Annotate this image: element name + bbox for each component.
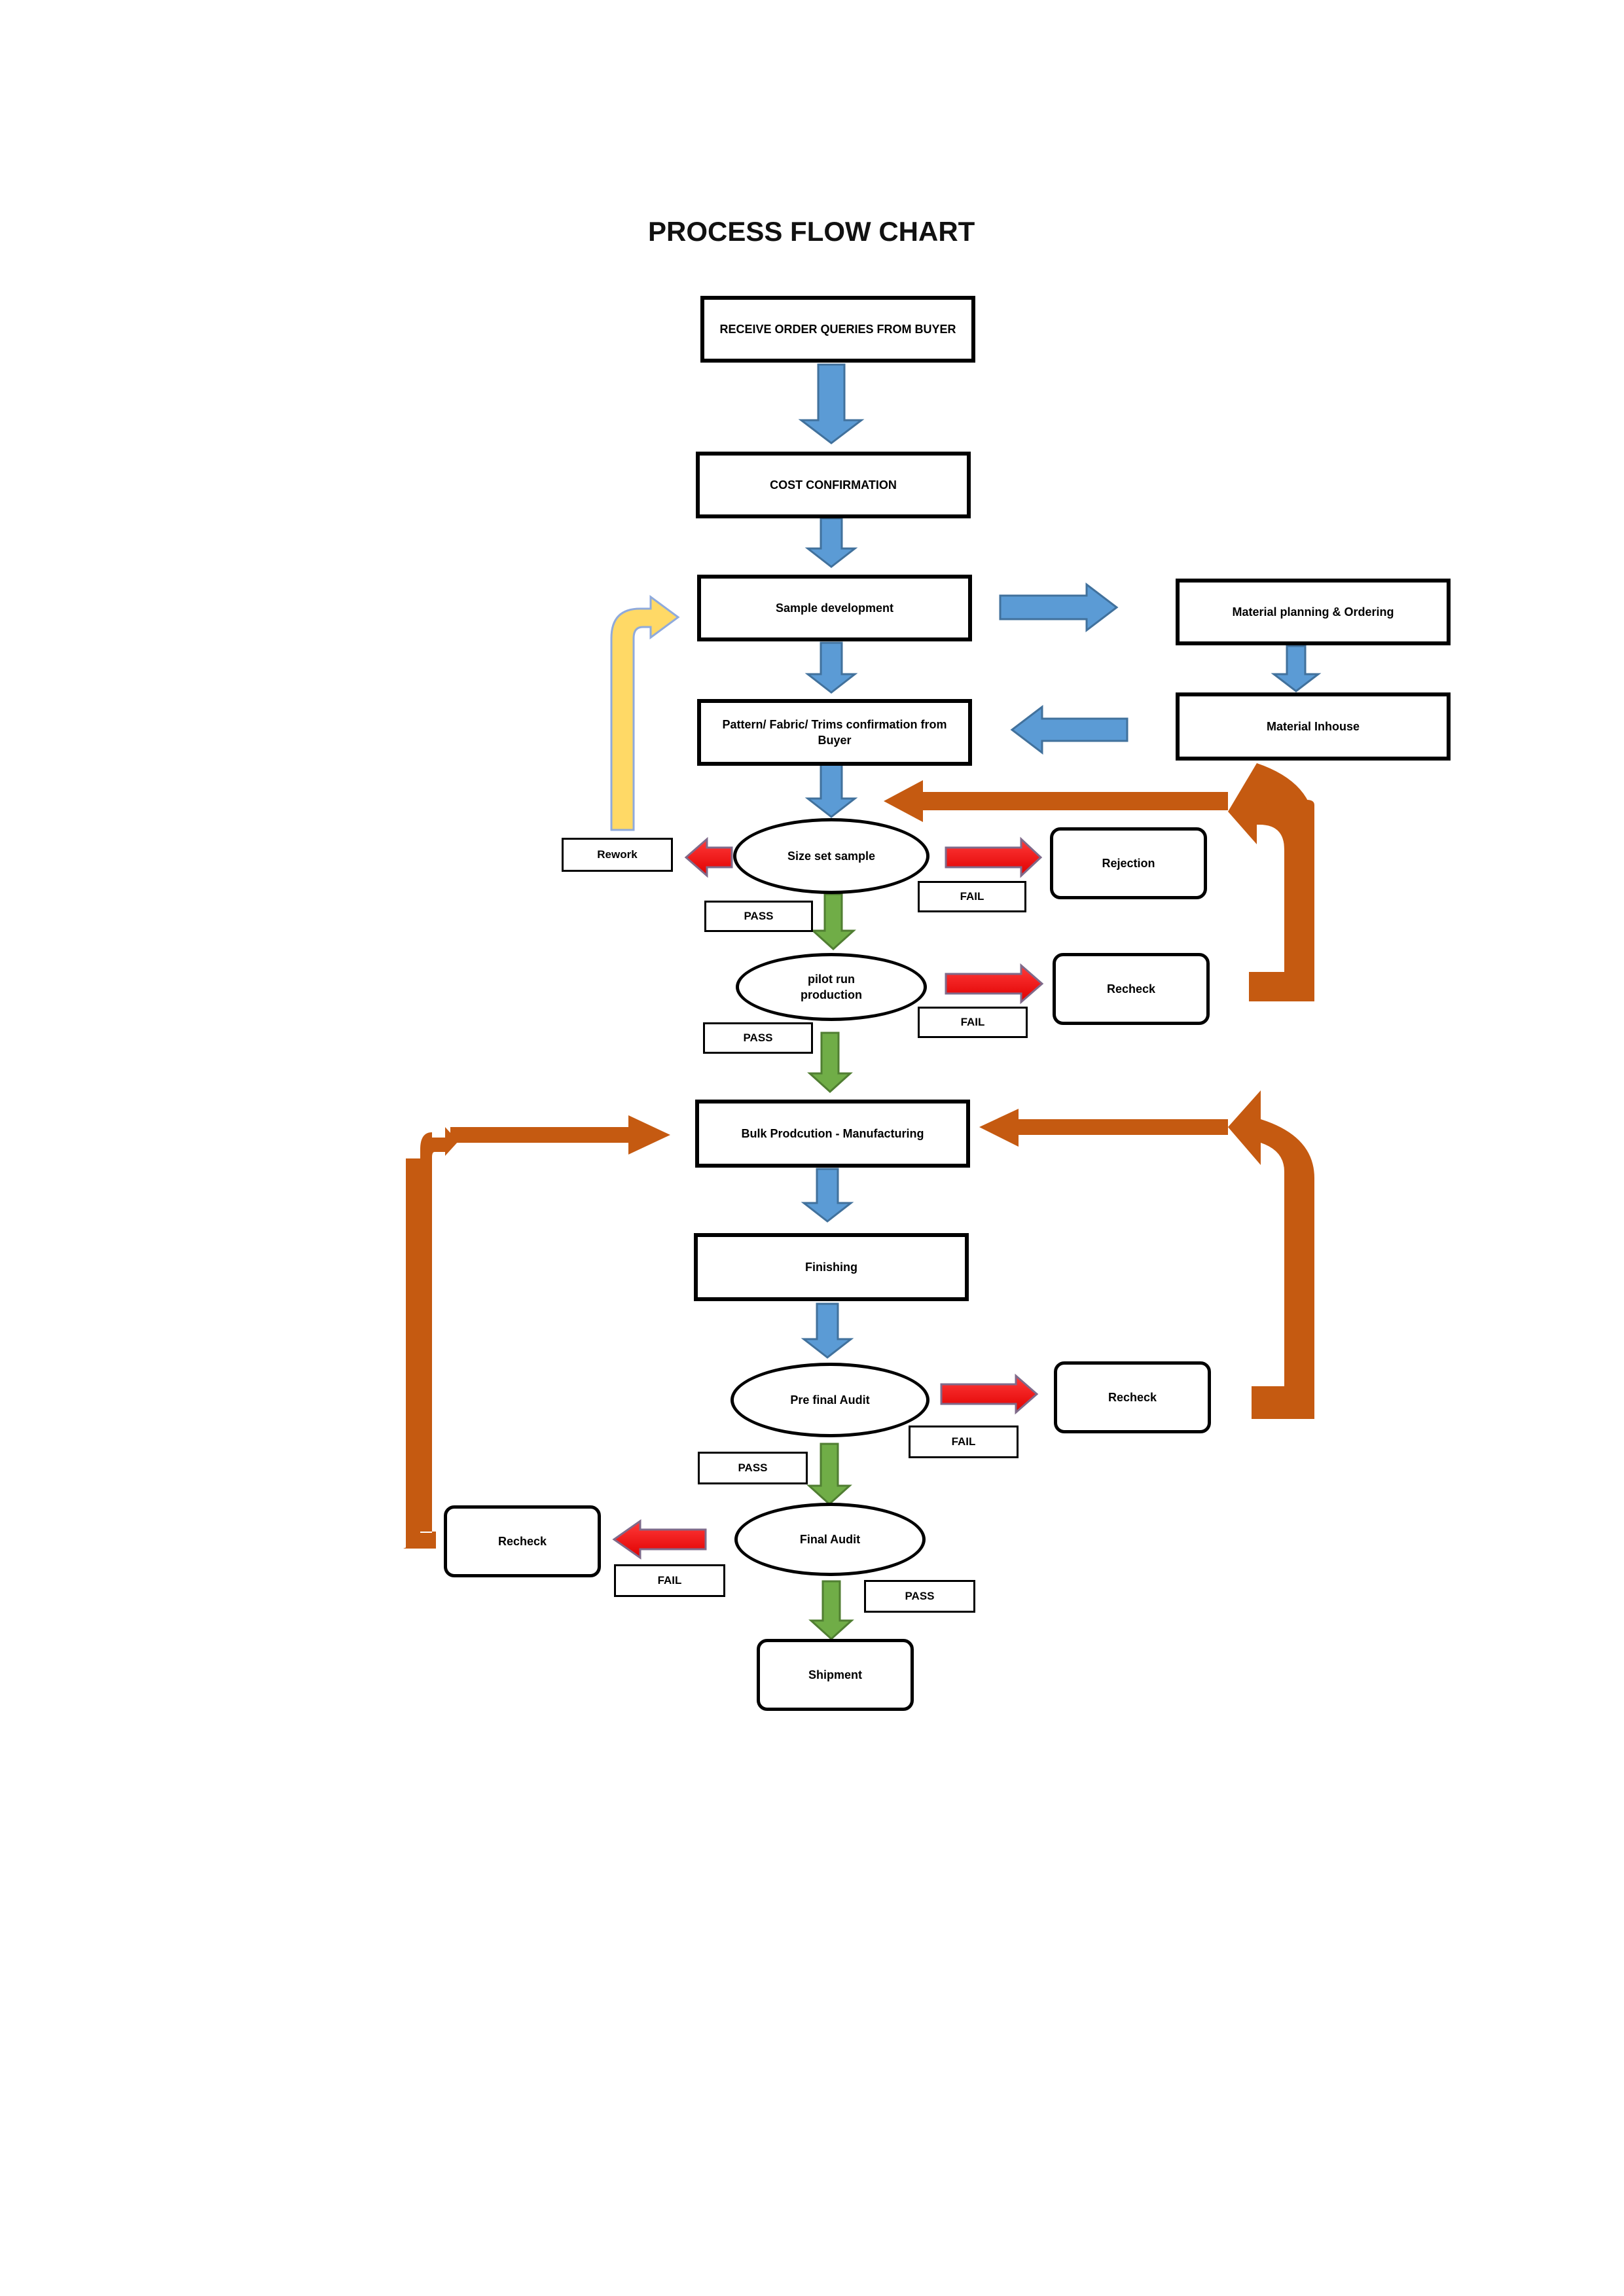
final-fail-label: FAIL xyxy=(614,1564,725,1597)
pilot-run-oval: pilot run production xyxy=(736,953,927,1021)
flow-arrow-cost-to-sample xyxy=(804,517,858,568)
pass-arrow-prefinal-to-final xyxy=(806,1443,852,1506)
material-planning-box: Material planning & Ordering xyxy=(1176,579,1451,645)
fail-arrow-sizeset-to-rework xyxy=(684,836,733,878)
loop-arrow-prefinal-recheck-return xyxy=(1252,1119,1314,1419)
loop-arrow-head-top xyxy=(1228,763,1257,844)
fail-arrow-prefinal-to-recheck xyxy=(940,1373,1039,1415)
page-title: PROCESS FLOW CHART xyxy=(648,216,975,247)
fail-arrow-pilot-to-recheck xyxy=(945,963,1044,1005)
flow-arrow-sample-to-planning xyxy=(999,582,1119,633)
size-set-sample-oval: Size set sample xyxy=(733,818,929,894)
pre-final-fail-label: FAIL xyxy=(909,1426,1019,1458)
pilot-fail-label: FAIL xyxy=(918,1007,1028,1038)
final-pass-label: PASS xyxy=(864,1580,975,1613)
bulk-production-box: Bulk Prodcution - Manufacturing xyxy=(695,1100,970,1168)
cost-confirmation-box: COST CONFIRMATION xyxy=(696,452,971,518)
pass-arrow-pilot-to-bulk xyxy=(807,1031,853,1094)
material-inhouse-box: Material Inhouse xyxy=(1176,692,1451,761)
finishing-box: Finishing xyxy=(694,1233,969,1301)
pre-final-pass-label: PASS xyxy=(698,1452,808,1484)
loop-arrow-final-recheck-return xyxy=(406,1132,436,1549)
loop-arrow-pilot-recheck-return xyxy=(1249,800,1314,1001)
pilot-pass-label: PASS xyxy=(703,1022,813,1054)
fail-arrow-sizeset-to-rejection xyxy=(945,836,1043,878)
flow-arrow-receive-to-cost xyxy=(798,363,865,444)
flow-arrow-pattern-to-sizeset xyxy=(804,763,858,818)
final-audit-oval: Final Audit xyxy=(734,1503,926,1576)
pattern-confirmation-box: Pattern/ Fabric/ Trims confirmation from… xyxy=(697,699,972,766)
shipment-box: Shipment xyxy=(757,1639,914,1711)
flow-arrow-sample-to-pattern xyxy=(804,641,858,694)
sample-development-box: Sample development xyxy=(697,575,972,641)
rework-return-arrow xyxy=(610,595,680,831)
flow-arrow-bulk-to-finishing xyxy=(801,1168,854,1223)
receive-order-box: RECEIVE ORDER QUERIES FROM BUYER xyxy=(700,296,975,363)
size-set-fail-label: FAIL xyxy=(918,881,1026,912)
size-set-pass-label: PASS xyxy=(704,901,813,932)
loop-arrow-tip-left xyxy=(628,1115,670,1155)
recheck-final-box: Recheck xyxy=(444,1505,601,1577)
pass-arrow-final-to-shipment xyxy=(808,1580,854,1641)
rejection-box: Rejection xyxy=(1050,827,1207,899)
pre-final-audit-oval: Pre final Audit xyxy=(731,1363,929,1437)
rework-box: Rework xyxy=(562,838,673,872)
loop-arrow-tip-top xyxy=(884,780,923,822)
recheck-pre-final-box: Recheck xyxy=(1054,1361,1211,1433)
flow-arrow-finishing-to-prefinal xyxy=(801,1302,854,1359)
flow-arrow-inhouse-to-pattern xyxy=(1010,704,1128,755)
loop-arrow-tip-mid xyxy=(979,1109,1019,1147)
fail-arrow-final-to-recheck xyxy=(612,1519,707,1560)
recheck-pilot-box: Recheck xyxy=(1053,953,1210,1025)
loop-arrow-head-mid xyxy=(1228,1090,1261,1165)
flow-arrow-planning-to-inhouse xyxy=(1271,645,1322,692)
pass-arrow-sizeset-to-pilot xyxy=(810,893,856,951)
